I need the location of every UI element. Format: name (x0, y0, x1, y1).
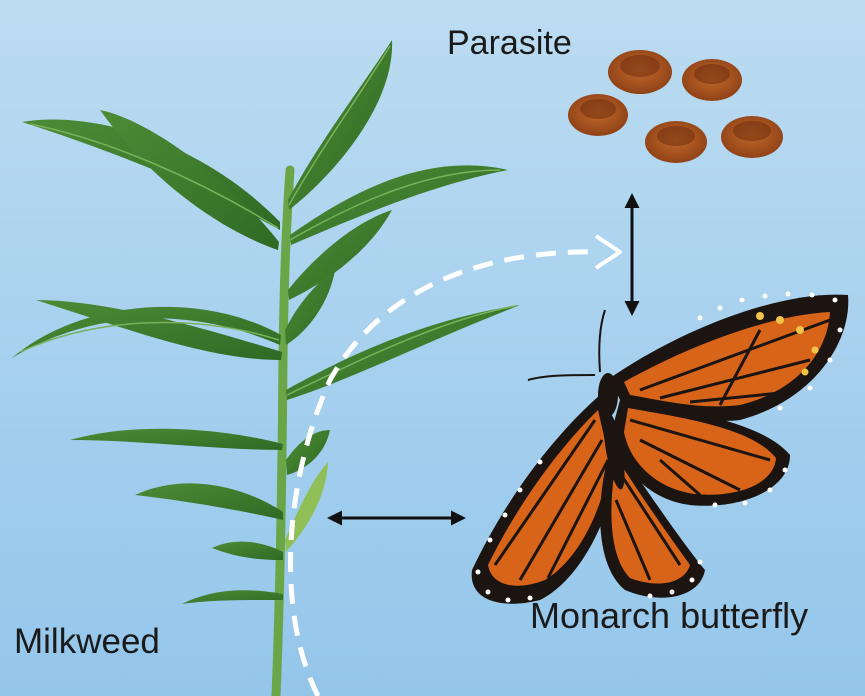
monarch-butterfly-label: Monarch butterfly (530, 598, 808, 634)
transmission-arrowhead (596, 236, 620, 268)
parasite-spore-icon (568, 50, 783, 163)
parasite-label: Parasite (447, 26, 572, 60)
milkweed-label: Milkweed (14, 624, 160, 659)
milkweed-plant-icon (12, 40, 520, 696)
monarch-butterfly-icon (472, 292, 849, 604)
